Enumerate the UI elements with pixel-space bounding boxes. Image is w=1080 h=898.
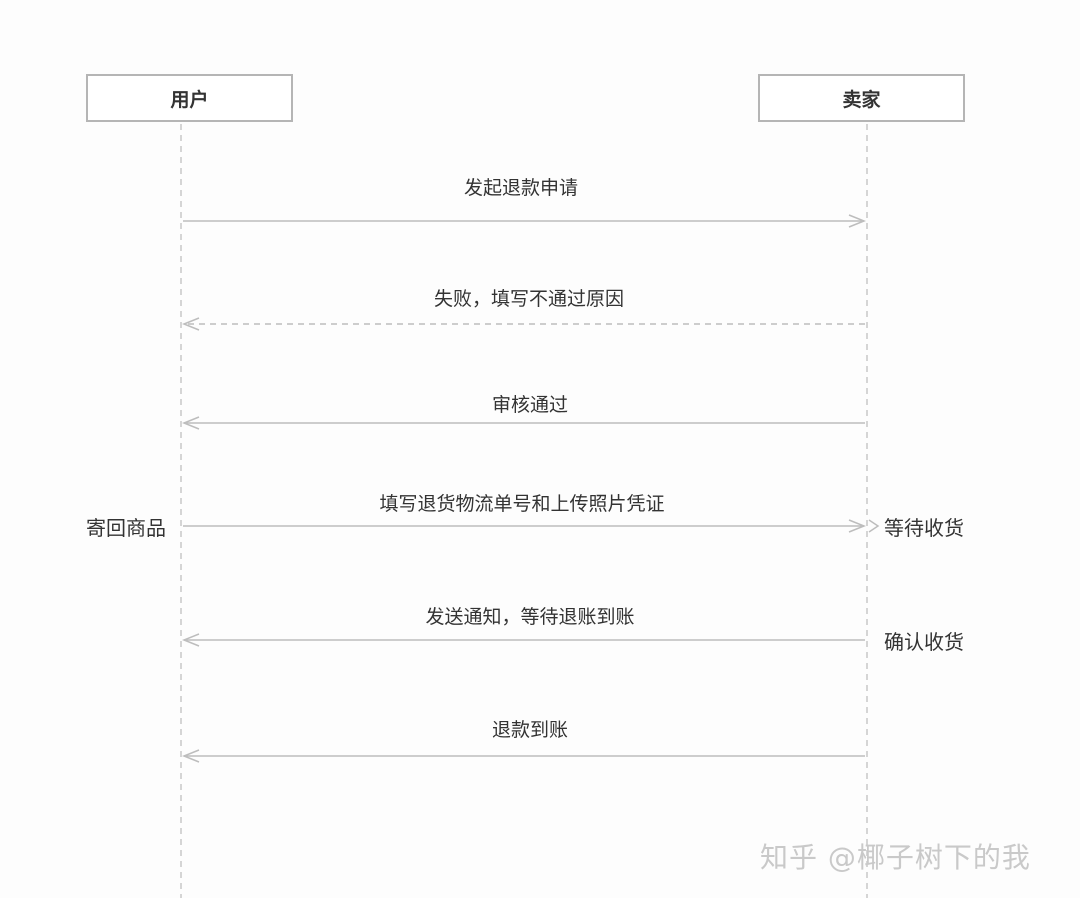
note-seller-wait-goods: 等待收货 bbox=[884, 516, 964, 540]
message-label-reject: 失败，填写不通过原因 bbox=[433, 288, 625, 310]
message-arrow-reject bbox=[181, 317, 865, 331]
message-arrow-logistics bbox=[183, 519, 880, 533]
note-seller-confirm-goods: 确认收货 bbox=[884, 630, 964, 654]
actor-seller: 卖家 bbox=[758, 74, 965, 122]
watermark: 知乎 @椰子树下的我 bbox=[760, 841, 1031, 874]
message-arrow-request-refund bbox=[183, 214, 867, 228]
actor-user: 用户 bbox=[86, 74, 293, 122]
message-label-request-refund: 发起退款申请 bbox=[463, 177, 579, 199]
message-arrow-refund-arrived bbox=[181, 749, 865, 763]
message-label-logistics: 填写退货物流单号和上传照片凭证 bbox=[379, 493, 665, 515]
message-label-approved: 审核通过 bbox=[491, 394, 569, 416]
message-label-notify: 发送通知，等待退账到账 bbox=[425, 606, 635, 628]
message-arrow-notify bbox=[181, 633, 865, 647]
note-user-return-goods: 寄回商品 bbox=[86, 516, 166, 540]
message-label-refund-arrived: 退款到账 bbox=[491, 719, 569, 741]
message-arrow-approved bbox=[181, 416, 865, 430]
